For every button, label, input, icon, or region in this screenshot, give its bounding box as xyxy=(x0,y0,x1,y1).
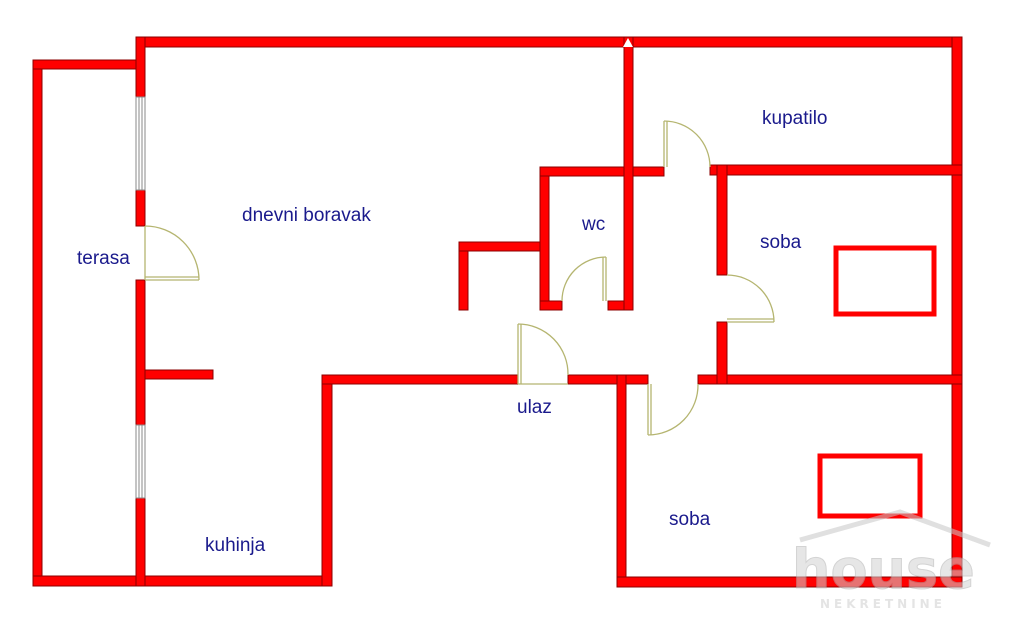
wall-lower-room-bottom xyxy=(616,576,963,588)
wall-wc-bottom-left xyxy=(539,300,563,311)
room-labels: terasa dnevni boravak kupatilo wc soba s… xyxy=(77,108,828,556)
wall-wc-stub-vertical xyxy=(458,241,469,311)
label-soba-lower: soba xyxy=(669,509,711,530)
wall-mid-horizontal-1 xyxy=(321,374,519,385)
door-terrace xyxy=(144,225,200,281)
wall-divider-1 xyxy=(135,36,146,98)
doors xyxy=(144,120,775,436)
door-room-lower xyxy=(647,383,699,436)
label-kuhinja: kuhinja xyxy=(205,535,266,556)
window-lower xyxy=(135,424,146,499)
wall-bath-bottom xyxy=(709,164,963,176)
windows xyxy=(135,96,146,499)
wall-wc-stub-horizontal xyxy=(458,241,550,252)
wall-terrace-left xyxy=(32,59,43,587)
label-soba-upper: soba xyxy=(760,232,802,253)
watermark-brand: house xyxy=(792,538,975,601)
watermark-tagline: NEKRETNINE xyxy=(820,597,946,611)
beds xyxy=(817,245,937,519)
label-kupatilo: kupatilo xyxy=(762,108,828,129)
label-ulaz: ulaz xyxy=(517,397,552,418)
north-marker-icon xyxy=(623,38,633,47)
door-room-upper xyxy=(726,274,775,323)
wall-top xyxy=(135,36,963,48)
wall-room-upper-left-2 xyxy=(716,321,728,385)
bed-lower xyxy=(817,453,923,519)
door-entrance xyxy=(517,323,569,385)
wall-right xyxy=(951,36,963,588)
door-bathroom xyxy=(663,120,711,168)
wall-divider-3 xyxy=(135,279,146,426)
wall-bottom-left xyxy=(32,575,333,587)
wall-mid-horizontal-3 xyxy=(697,374,963,385)
wall-wc-top xyxy=(539,166,665,177)
wall-room-upper-left-1 xyxy=(716,164,728,276)
door-wc xyxy=(561,256,607,302)
wall-kitchen-right xyxy=(321,374,333,587)
label-dnevni-boravak: dnevni boravak xyxy=(242,205,371,226)
wall-divider-2 xyxy=(135,189,146,227)
label-terasa: terasa xyxy=(77,248,130,269)
wall-divider-4 xyxy=(135,497,146,587)
watermark-logo: house NEKRETNINE xyxy=(792,509,991,611)
walls xyxy=(32,36,963,588)
wall-stub xyxy=(144,369,214,380)
wall-terrace-top xyxy=(32,59,146,70)
wall-lower-room-left xyxy=(616,374,627,588)
roof-icon xyxy=(799,509,991,548)
label-wc: wc xyxy=(581,214,605,235)
wall-wc-right xyxy=(623,36,634,311)
bed-upper xyxy=(833,245,937,317)
wall-wc-left xyxy=(539,166,550,311)
wall-mid-horizontal-2 xyxy=(567,374,649,385)
window-upper xyxy=(135,96,146,191)
